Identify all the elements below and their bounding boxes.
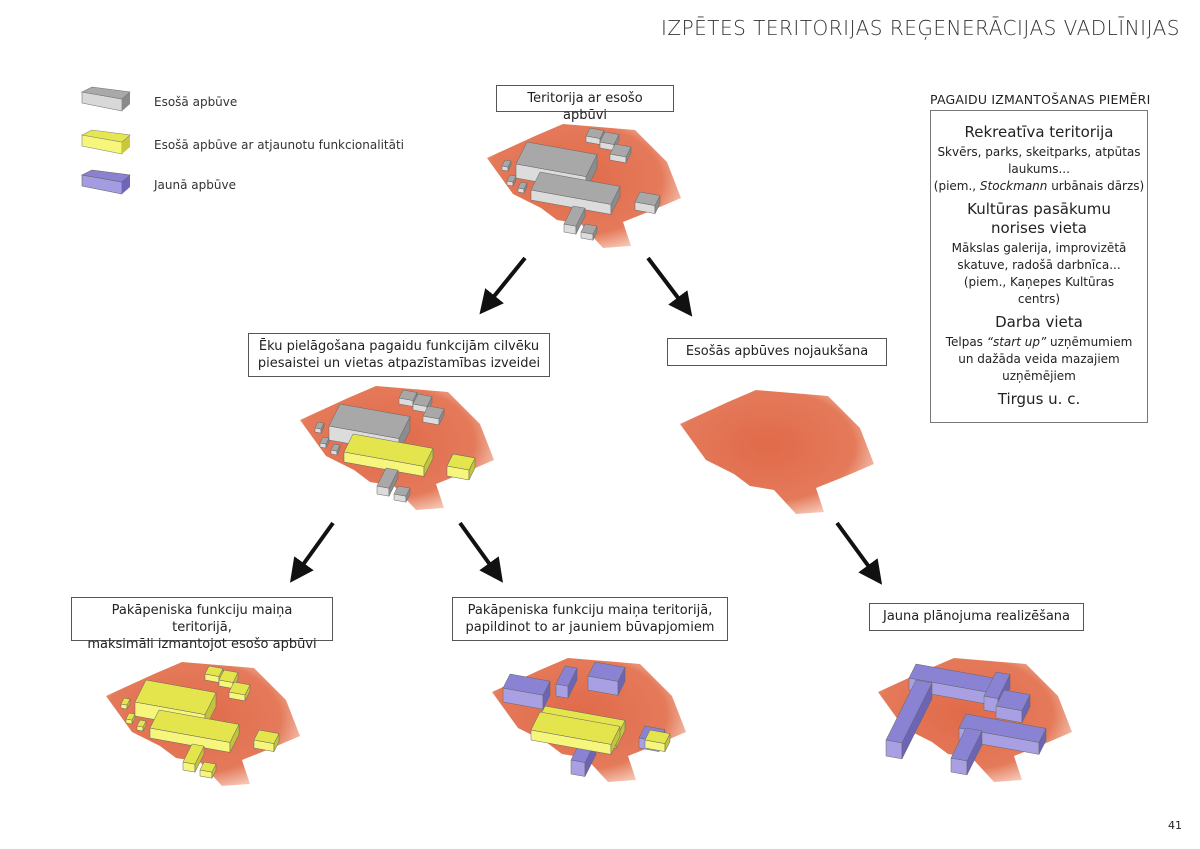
grey-box-icon xyxy=(81,86,131,112)
label-start: Teritorija ar esošo apbūvi xyxy=(496,85,674,123)
label-new-plan: Jauna plānojuma realizēšana xyxy=(869,603,1084,631)
examples-heading: PAGAIDU IZMANTOŠANAS PIEMĒRI xyxy=(930,92,1151,107)
example-text: Telpas “start up” uzņēmumiem un dažāda v… xyxy=(945,335,1133,383)
legend-new: Jaunā apbūve xyxy=(80,169,236,201)
example-title: Tirgus u. c. xyxy=(997,390,1081,408)
existing-building xyxy=(422,405,445,426)
new-building xyxy=(587,661,626,696)
renewed-building xyxy=(343,433,434,477)
site-gradual-existing-diagram xyxy=(106,662,300,786)
label-line: maksimāli izmantojot esošo apbūvi xyxy=(87,637,317,652)
site-ground xyxy=(680,390,874,514)
example-text: Skvērs, parks, skeitparks, atpūtas lauku… xyxy=(933,145,1145,193)
existing-building xyxy=(412,393,433,413)
arrow-icon xyxy=(646,256,693,317)
renewed-building xyxy=(125,712,136,725)
new-building xyxy=(950,727,983,776)
label-gradual-existing: Pakāpeniska funkciju maiņa teritorijā, m… xyxy=(71,597,333,652)
label-line: piesaistei un vietas atpazīstamības izve… xyxy=(257,356,541,371)
existing-building xyxy=(314,421,325,434)
site-new-plan-diagram xyxy=(878,658,1072,782)
examples-box: Rekreatīva teritorija Skvērs, parks, ske… xyxy=(930,110,1148,423)
label-line: Ēku pielāgošana pagaidu funkcijām cilvēk… xyxy=(258,339,540,354)
legend-label: Esošā apbūve xyxy=(154,95,238,109)
renewed-building xyxy=(253,729,280,752)
existing-building xyxy=(330,443,341,456)
existing-building xyxy=(506,174,517,187)
renewed-building xyxy=(446,453,476,481)
renewed-building xyxy=(182,743,205,773)
renewed-building xyxy=(530,711,621,755)
renewed-building xyxy=(644,729,671,752)
label-line: Pakāpeniska funkciju maiņa teritorijā, xyxy=(467,603,713,618)
renewed-building xyxy=(120,697,131,710)
existing-building xyxy=(580,223,598,241)
site-adapted-diagram xyxy=(300,386,494,510)
existing-building xyxy=(634,191,661,214)
existing-building xyxy=(376,467,399,497)
legend-existing: Esošā apbūve xyxy=(80,86,237,118)
existing-building xyxy=(530,171,621,215)
example-text: Mākslas galerija, improvizētā skatuve, r… xyxy=(951,241,1127,306)
legend-label: Esošā apbūve ar atjaunotu funkcionalitāt… xyxy=(154,138,404,152)
example-title: Darba vieta xyxy=(995,313,1083,331)
renewed-building xyxy=(228,681,251,702)
label-gradual-new: Pakāpeniska funkciju maiņa teritorijā, p… xyxy=(452,597,728,641)
example-title: Rekreatīva teritorija xyxy=(964,123,1114,141)
renewed-building xyxy=(199,761,217,779)
new-building xyxy=(555,665,578,699)
arrow-icon xyxy=(289,521,335,583)
existing-building xyxy=(563,205,586,235)
example-title: Kultūras pasākumu norises vieta xyxy=(967,200,1111,237)
label-demolish: Esošās apbūves nojaukšana xyxy=(667,338,887,366)
page-number: 41 xyxy=(1168,819,1182,832)
existing-building xyxy=(517,181,528,194)
legend-renewed: Esošā apbūve ar atjaunotu funkcionalitāt… xyxy=(80,129,404,161)
arrow-icon xyxy=(835,521,883,585)
existing-building xyxy=(319,436,330,449)
renewed-building xyxy=(149,709,240,753)
site-gradual-new-diagram xyxy=(492,658,686,782)
page-title: IZPĒTES TERITORIJAS REĢENERĀCIJAS VADLĪN… xyxy=(660,16,1180,40)
new-building xyxy=(885,679,933,760)
site-cleared-diagram xyxy=(680,390,874,514)
arrow-icon xyxy=(479,256,527,315)
site-existing-diagram xyxy=(487,124,681,248)
label-line: papildinot to ar jauniem būvapjomiem xyxy=(465,620,715,635)
new-building xyxy=(502,673,551,710)
renewed-building xyxy=(136,719,147,732)
arrow-icon xyxy=(458,521,504,583)
existing-building xyxy=(393,485,411,503)
label-line: Pakāpeniska funkciju maiņa teritorijā, xyxy=(111,603,293,635)
existing-building xyxy=(599,131,620,151)
existing-building xyxy=(501,159,512,172)
label-adapt: Ēku pielāgošana pagaidu funkcijām cilvēk… xyxy=(248,333,550,377)
yellow-box-icon xyxy=(81,129,131,155)
purple-box-icon xyxy=(81,169,131,195)
renewed-building xyxy=(218,669,239,689)
existing-building xyxy=(609,143,632,164)
new-building xyxy=(995,689,1031,723)
legend-label: Jaunā apbūve xyxy=(154,178,236,192)
